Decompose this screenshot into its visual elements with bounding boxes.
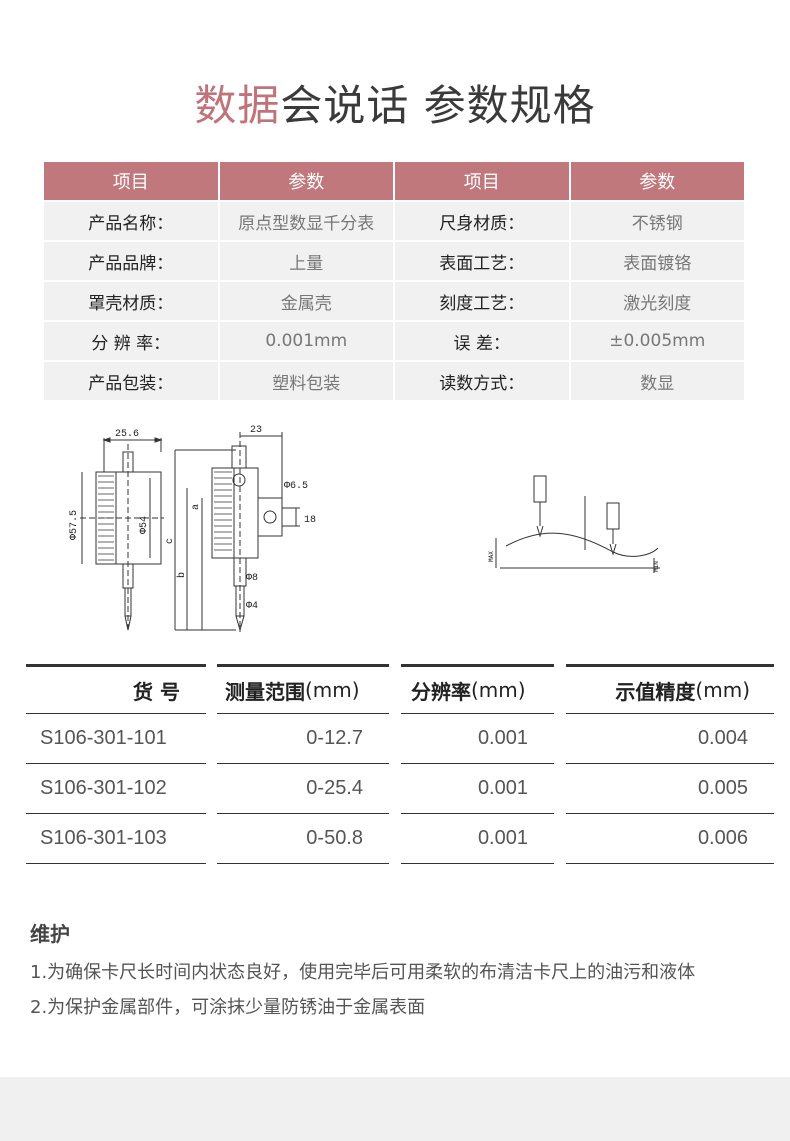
- models-header: 分辨率(mm): [401, 664, 554, 714]
- header-unit: (mm): [305, 678, 360, 702]
- spec-key: 产品品牌：: [44, 242, 218, 280]
- gauge-front-view: [80, 437, 164, 633]
- spec-key: 误 差：: [395, 322, 569, 360]
- maintenance-title: 维护: [30, 922, 70, 946]
- maintenance-line: 1.为确保卡尺长时间内状态良好，使用完毕后可用柔软的布清洁卡尺上的油污和液体: [30, 962, 696, 983]
- spec-value: ±0.005mm: [570, 322, 744, 360]
- footer-band: [0, 1077, 790, 1141]
- dim-25-6: 25.6: [115, 429, 139, 440]
- title-rest: 会说话 参数规格: [280, 81, 596, 130]
- spec-row: 罩壳材质： 金属壳 刻度工艺： 激光刻度: [44, 282, 744, 320]
- dim-18: 18: [304, 515, 316, 526]
- spec-row: 产品包装： 塑料包装 读数方式： 数显: [44, 362, 744, 400]
- spec-value: 金属壳: [219, 282, 393, 320]
- models-header: 示值精度(mm): [566, 664, 774, 714]
- spec-header-row: 项目 参数 项目 参数: [44, 162, 744, 200]
- dim-phi-57-5: Φ57.5: [69, 510, 80, 540]
- dim-phi-4: Φ4: [246, 601, 258, 612]
- header-unit: (mm): [695, 678, 750, 702]
- spec-value: 数显: [570, 362, 744, 400]
- spec-value: 塑料包装: [219, 362, 393, 400]
- label-max: MAX: [488, 551, 495, 562]
- spec-value: 表面镀铬: [570, 242, 744, 280]
- models-col-resolution: 分辨率(mm) 0.001 0.001 0.001: [401, 664, 554, 864]
- models-header: 货 号: [26, 664, 206, 714]
- spec-row: 产品名称： 原点型数显千分表 尺身材质： 不锈钢: [44, 202, 744, 240]
- dim-phi-8: Φ8: [246, 573, 258, 584]
- page-title: 数据会说话 参数规格: [0, 72, 790, 133]
- spec-header-item: 项目: [395, 162, 569, 200]
- header-label: 货 号: [133, 679, 180, 704]
- models-cell: S106-301-102: [26, 764, 206, 814]
- models-cell: 0-12.7: [217, 714, 389, 764]
- spec-value: 不锈钢: [570, 202, 744, 240]
- spec-value: 0.001mm: [219, 322, 393, 360]
- spec-key: 尺身材质：: [395, 202, 569, 240]
- spec-header-item: 项目: [44, 162, 218, 200]
- models-cell: S106-301-103: [26, 814, 206, 864]
- models-col-range: 测量范围(mm) 0-12.7 0-25.4 0-50.8: [217, 664, 389, 864]
- models-header: 测量范围(mm): [217, 664, 389, 714]
- models-cell: 0.001: [401, 714, 554, 764]
- spec-key: 分 辨 率：: [44, 322, 218, 360]
- label-min: MIN: [653, 561, 660, 572]
- spec-row: 分 辨 率： 0.001mm 误 差： ±0.005mm: [44, 322, 744, 360]
- models-cell: 0.005: [566, 764, 774, 814]
- spec-row: 产品品牌： 上量 表面工艺： 表面镀铬: [44, 242, 744, 280]
- spec-header-param: 参数: [219, 162, 393, 200]
- models-cell: 0-50.8: [217, 814, 389, 864]
- spec-key: 刻度工艺：: [395, 282, 569, 320]
- spec-value: 上量: [219, 242, 393, 280]
- spec-table: 项目 参数 项目 参数 产品名称： 原点型数显千分表 尺身材质： 不锈钢 产品品…: [42, 160, 746, 402]
- spec-key: 读数方式：: [395, 362, 569, 400]
- header-label: 示值精度: [615, 679, 696, 704]
- dim-23: 23: [250, 425, 262, 436]
- models-cell: S106-301-101: [26, 714, 206, 764]
- models-cell: 0.004: [566, 714, 774, 764]
- header-label: 测量范围: [225, 679, 305, 704]
- dim-c: c: [165, 538, 176, 544]
- models-cell: 0.001: [401, 764, 554, 814]
- models-cell: 0.006: [566, 814, 774, 864]
- dim-phi-54: Φ54: [139, 516, 150, 534]
- models-cell: 0.001: [401, 814, 554, 864]
- models-col-accuracy: 示值精度(mm) 0.004 0.005 0.006: [566, 664, 774, 864]
- spec-header-param: 参数: [570, 162, 744, 200]
- header-label: 分辨率: [411, 679, 471, 704]
- spec-key: 产品名称：: [44, 202, 218, 240]
- models-table: 货 号 S106-301-101 S106-301-102 S106-301-1…: [26, 664, 774, 864]
- spec-key: 罩壳材质：: [44, 282, 218, 320]
- dim-a: a: [191, 504, 202, 510]
- models-cell: 0-25.4: [217, 764, 389, 814]
- technical-drawing: 25.6 23 Φ6.5 18 Φ57.5 Φ54 a b c Φ8 Φ4 MA…: [69, 425, 660, 633]
- title-highlight: 数据: [194, 81, 281, 130]
- contact-diagram: [495, 475, 660, 573]
- spec-value: 激光刻度: [570, 282, 744, 320]
- dim-b: b: [176, 572, 188, 578]
- header-unit: (mm): [471, 678, 526, 702]
- spec-key: 产品包装：: [44, 362, 218, 400]
- spec-value: 原点型数显千分表: [219, 202, 393, 240]
- models-col-sku: 货 号 S106-301-101 S106-301-102 S106-301-1…: [26, 664, 206, 864]
- gauge-side-view: [174, 432, 300, 632]
- dim-phi-6-5: Φ6.5: [284, 481, 308, 492]
- maintenance-line: 2.为保护金属部件，可涂抹少量防锈油于金属表面: [30, 997, 426, 1018]
- spec-key: 表面工艺：: [395, 242, 569, 280]
